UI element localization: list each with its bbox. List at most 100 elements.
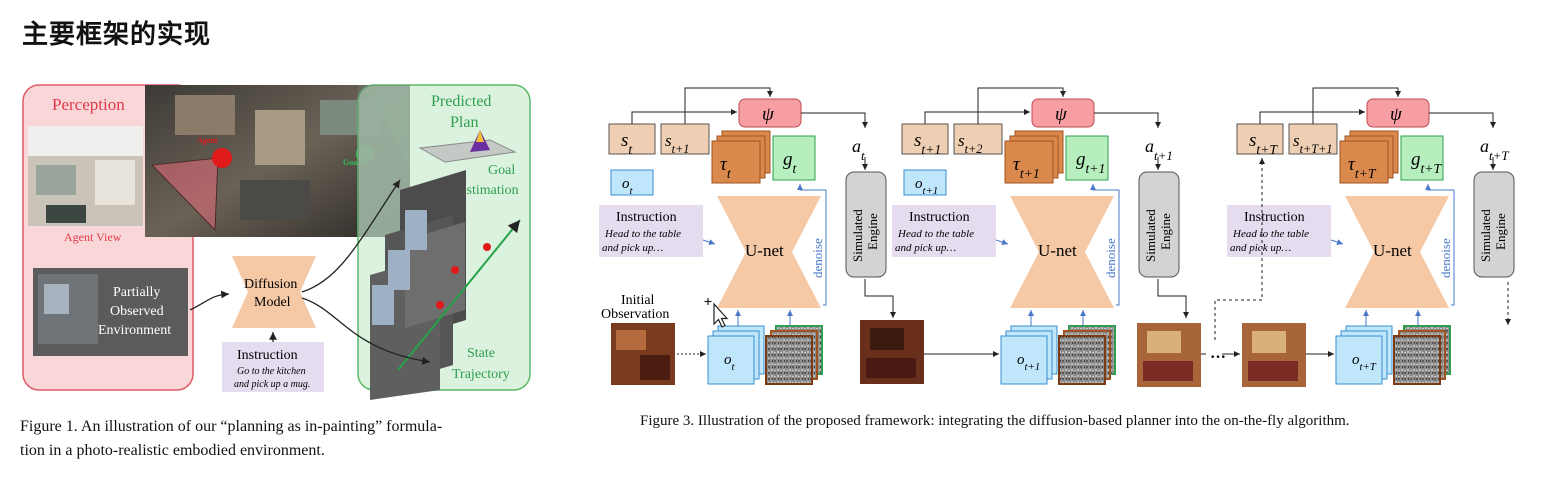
s-current-label: st+1 <box>914 130 941 157</box>
connector <box>995 239 1009 245</box>
instruction-title: Instruction <box>909 210 970 225</box>
action-label: at+1 <box>1145 136 1173 163</box>
s-next-label: st+1 <box>665 131 689 156</box>
connector <box>1312 87 1401 124</box>
ellipsis: ··· <box>1210 349 1226 366</box>
pov-label-3: Environment <box>98 323 171 338</box>
goal-marker-label: Goal <box>343 158 360 167</box>
psi-label: ψ <box>1055 104 1068 125</box>
goal-label: gt+T <box>1411 149 1443 176</box>
predicted-plan-label-1: Predicted <box>431 93 491 110</box>
goal-box <box>772 135 816 181</box>
instruction-text-1: Head to the table <box>604 228 681 240</box>
goal-label: gt <box>783 149 798 176</box>
tau-label: τt+T <box>1348 154 1377 181</box>
tau-box <box>1339 140 1389 184</box>
noise-stack-box <box>1058 335 1106 385</box>
initial-observation-label-1: Initial <box>621 293 655 308</box>
state-label-2: Trajectory <box>452 367 510 382</box>
pov-label-1: Partially <box>113 285 160 300</box>
unet-block <box>1345 196 1449 308</box>
simulated-engine-box <box>1473 171 1515 278</box>
tau-box <box>711 140 761 184</box>
connector <box>1214 158 1265 340</box>
instruction-text-1: Head to the table <box>1232 228 1309 240</box>
connector <box>684 87 773 124</box>
diffusion-label-2: Model <box>254 295 291 310</box>
mouse-cursor-icon <box>704 298 729 328</box>
action-label: at+T <box>1480 136 1509 163</box>
scene-image-t+2 <box>1137 323 1201 387</box>
s-current-box <box>901 123 949 155</box>
goal-heatmap <box>418 139 517 163</box>
simulated-engine-box <box>845 171 887 278</box>
observation-stack-box <box>707 335 755 385</box>
tau-box <box>1004 140 1054 184</box>
initial-observation-label-2: Observation <box>601 307 669 322</box>
psi-label: ψ <box>1390 104 1403 125</box>
instruction-box <box>599 205 703 257</box>
figure-1-caption-line-2: tion in a photo-realistic embodied envir… <box>20 442 325 459</box>
pov-label-2: Observed <box>110 304 164 319</box>
tau-label: τt+1 <box>1013 154 1040 181</box>
instruction-title: Instruction <box>616 210 677 225</box>
diffusion-label-1: Diffusion <box>244 277 297 292</box>
denoise-label: denoise <box>1103 238 1118 278</box>
unet-block <box>717 196 821 308</box>
perception-label: Perception <box>52 95 125 114</box>
engine-label-2: Engine <box>1158 213 1173 250</box>
figure-3-caption: Figure 3. Illustration of the proposed f… <box>640 413 1350 429</box>
instruction-box <box>892 205 996 257</box>
connector <box>977 87 1066 124</box>
observation-box <box>610 169 654 196</box>
observation-stack-box <box>1335 335 1383 385</box>
instruction-text-1: Head to the table <box>897 228 974 240</box>
goal-estimation-label-2: Estimation <box>458 183 519 198</box>
scene-image-t+T <box>1242 323 1306 387</box>
instruction-text-2: and pick up a mug. <box>234 379 310 390</box>
goal-box <box>1065 135 1109 181</box>
s-next-box <box>660 123 710 155</box>
instruction-title: Instruction <box>1244 210 1305 225</box>
noise-stack-box <box>1393 335 1441 385</box>
agent-marker <box>212 148 232 168</box>
s-current-box <box>1236 123 1284 155</box>
observation-label: ot <box>622 176 634 197</box>
action-label: at <box>852 136 865 163</box>
unet-label: U-net <box>745 241 784 260</box>
unet-block <box>1010 196 1114 308</box>
figure-1-caption: Figure 1. An illustration of our “planni… <box>20 415 442 463</box>
state-label-1: State <box>467 346 495 361</box>
noise-stack-box <box>765 335 813 385</box>
connector <box>1157 279 1189 318</box>
observation-stack-label: ot <box>724 352 736 373</box>
instruction-box <box>222 342 324 392</box>
agent-view-cone <box>150 157 219 232</box>
denoise-label: denoise <box>810 238 825 278</box>
observation-stack-box <box>1000 335 1048 385</box>
connector <box>1330 239 1344 245</box>
s-next-label: st+T+1 <box>1293 131 1332 156</box>
goal-label: gt+1 <box>1076 149 1105 176</box>
denoise-arrow <box>1425 184 1455 306</box>
agent-marker-label: Agent <box>197 136 218 145</box>
goal-estimation-label-1: Goal <box>488 163 515 178</box>
s-current-label: st+T <box>1249 130 1278 157</box>
connector <box>924 109 1030 124</box>
diffusion-model-block <box>232 256 316 328</box>
s-current-box <box>608 123 656 155</box>
psi-label: ψ <box>762 104 775 125</box>
denoise-arrow <box>797 184 827 306</box>
connector <box>702 239 716 245</box>
instruction-box <box>1227 205 1331 257</box>
s-next-label: st+2 <box>958 131 982 156</box>
slide-title: 主要框架的实现 <box>22 20 212 50</box>
connector <box>1259 109 1365 124</box>
engine-label-1: Simulated <box>1478 209 1493 262</box>
engine-label-1: Simulated <box>850 209 865 262</box>
observation-box <box>903 169 947 196</box>
denoise-arrow <box>1090 184 1120 306</box>
